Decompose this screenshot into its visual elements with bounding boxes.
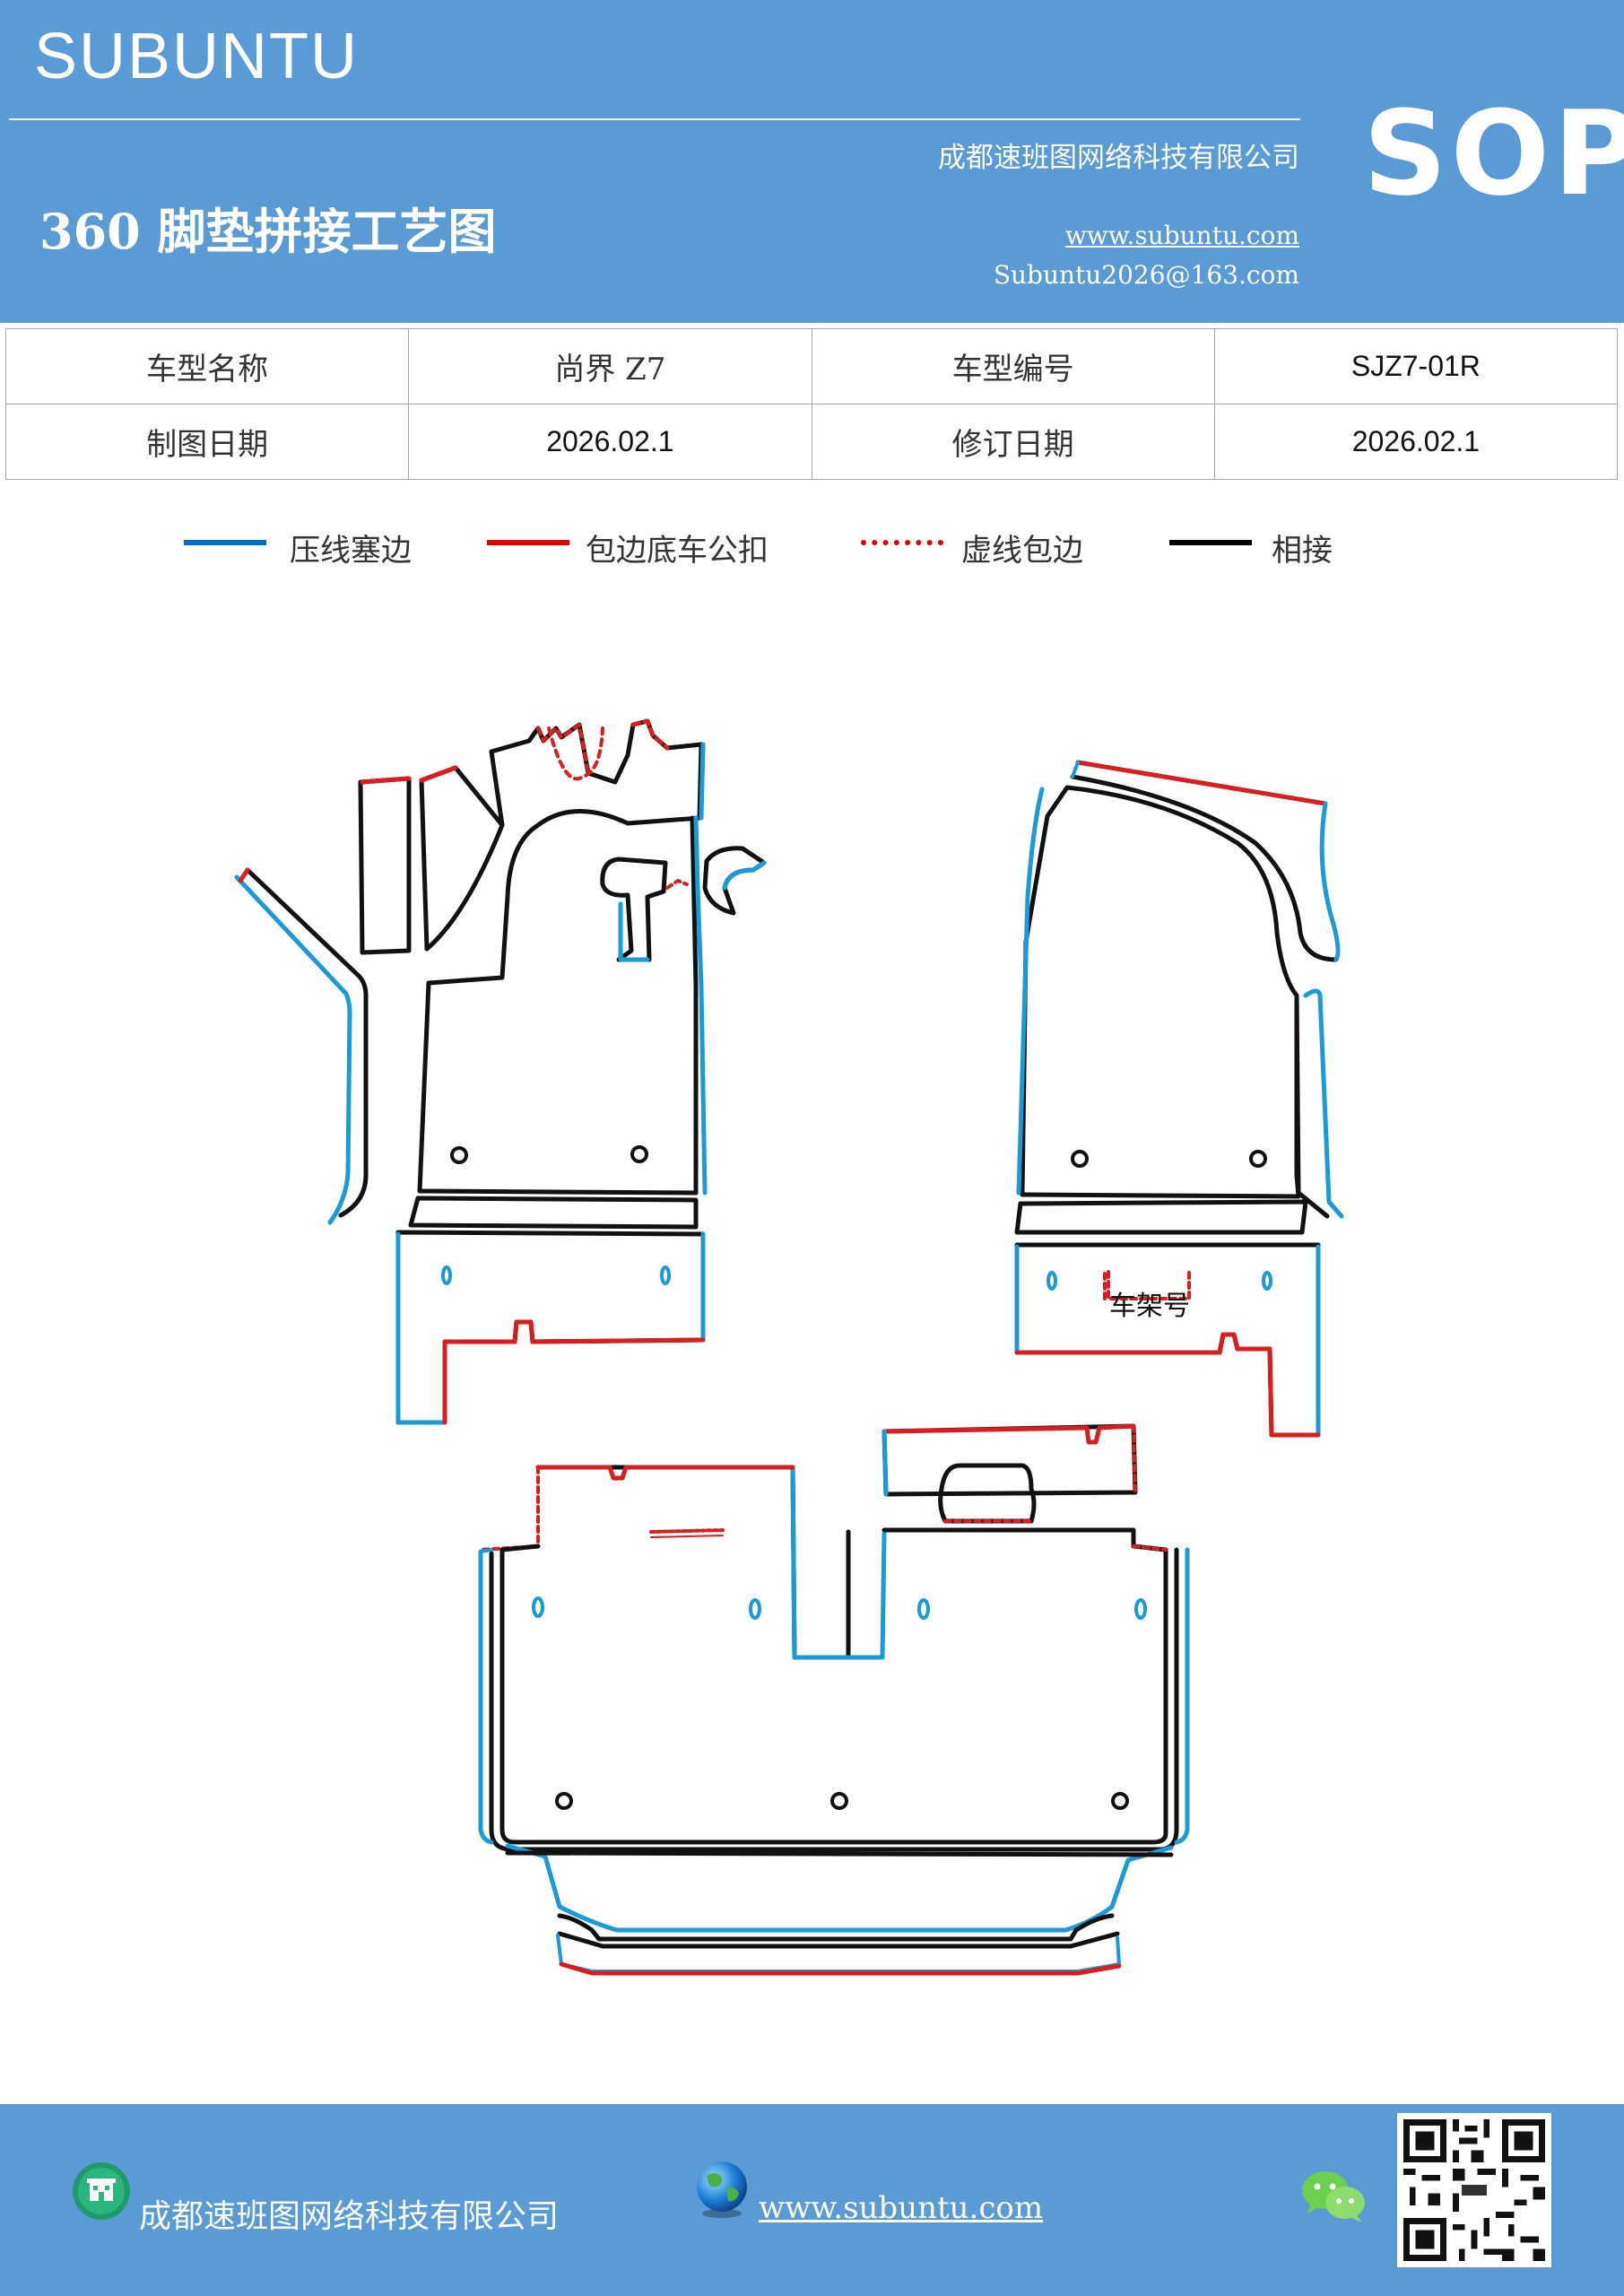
draw-date-label: 制图日期 — [4, 404, 410, 480]
qr-code — [1397, 2113, 1551, 2267]
model-code-value: SJZ7-01R — [1213, 328, 1619, 404]
header-email[interactable]: Subuntu2026@163.com — [993, 260, 1299, 290]
draw-date-value: 2026.02.1 — [408, 404, 812, 480]
model-code-label: 车型编号 — [811, 328, 1215, 404]
header-website-link[interactable]: www.subuntu.com — [1064, 221, 1299, 250]
model-name-label: 车型名称 — [4, 328, 410, 404]
vehicle-info-table: 车型名称 尚界 Z7 车型编号 SJZ7-01R 制图日期 2026.02.1 … — [4, 328, 1619, 480]
header-divider — [9, 118, 1300, 120]
frame-number-label: 车架号 — [1109, 1291, 1190, 1322]
header-company: 成都速班图网络科技有限公司 — [938, 142, 1299, 174]
model-name-value: 尚界 Z7 — [408, 328, 812, 404]
passenger-mat: 车架号 — [1014, 760, 1344, 1438]
brand-name: SUBUNTU — [34, 21, 360, 92]
footer-company: 成都速班图网络科技有限公司 — [139, 2198, 560, 2235]
header-banner: SUBUNTU 成都速班图网络科技有限公司 SOP 360 脚垫拼接工艺图 ww… — [0, 0, 1624, 323]
legend-swatch-red-dashed — [861, 540, 943, 545]
legend-label: 虚线包边 — [961, 533, 1083, 569]
sop-badge: SOP — [1363, 85, 1624, 222]
line-legend: 压线塞边 包边底车公扣 虚线包边 相接 — [0, 520, 1624, 574]
floor-mat-diagram: 车架号 — [234, 718, 1344, 1976]
footer-website-link[interactable]: www.subuntu.com — [759, 2190, 1044, 2226]
revise-date-value: 2026.02.1 — [1213, 404, 1619, 480]
driver-mat — [234, 718, 767, 1425]
legend-label: 压线塞边 — [290, 533, 412, 569]
wechat-icon — [1302, 2171, 1365, 2222]
legend-swatch-blue — [184, 540, 266, 545]
legend-swatch-red — [487, 540, 569, 545]
rear-mat — [478, 1423, 1190, 1976]
legend-swatch-black — [1169, 540, 1252, 545]
globe-icon — [697, 2161, 747, 2218]
footer-banner: 成都速班图网络科技有限公司 www.subuntu.com — [0, 2104, 1624, 2296]
document-title: 360 脚垫拼接工艺图 — [39, 203, 497, 260]
legend-label: 包边底车公扣 — [586, 533, 769, 569]
table-row: 制图日期 2026.02.1 修订日期 2026.02.1 — [4, 404, 1619, 480]
table-row: 车型名称 尚界 Z7 车型编号 SJZ7-01R — [4, 328, 1619, 404]
legend-label: 相接 — [1272, 533, 1333, 569]
revise-date-label: 修订日期 — [811, 404, 1215, 480]
building-icon — [73, 2162, 130, 2220]
